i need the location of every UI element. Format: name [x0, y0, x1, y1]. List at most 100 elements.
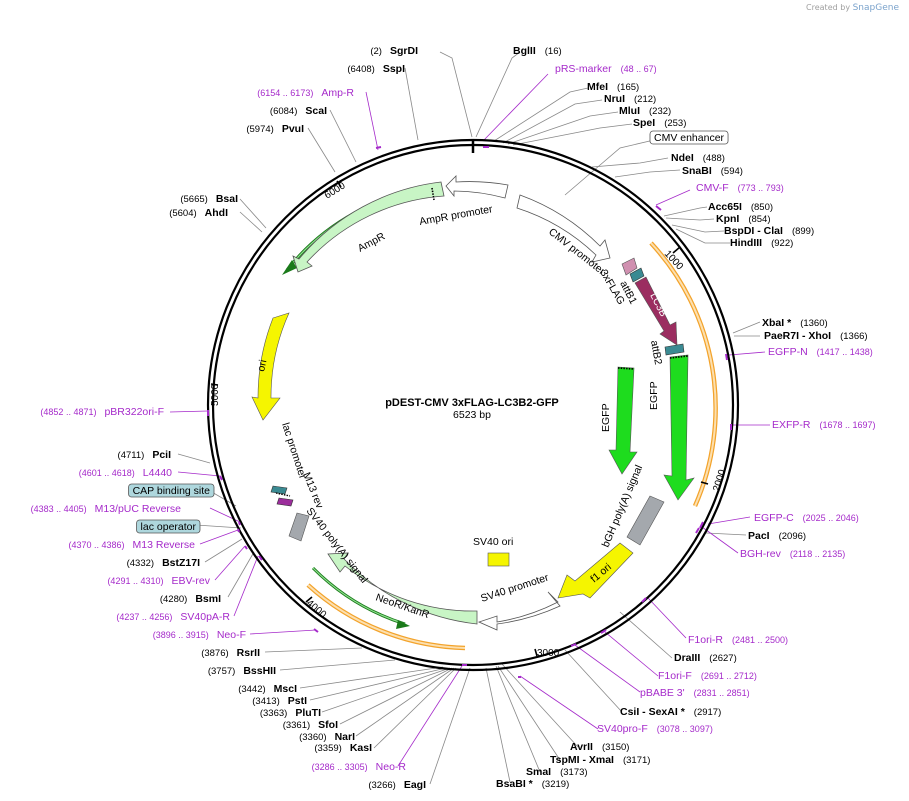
site-name: BsaBI *: [496, 778, 534, 790]
lc3b-arrow: [634, 276, 678, 346]
site-name: CMV-F: [696, 182, 729, 194]
site-name: AvrII: [570, 741, 593, 753]
site-position: (3442): [238, 684, 265, 695]
site-name: MscI: [274, 683, 297, 695]
sv40-promoter-arrow: [477, 591, 561, 631]
site-label-bstz17i: BstZ17I(4332): [127, 557, 200, 569]
site-label-xbai: XbaI *(1360): [762, 317, 828, 329]
egfp-inner-arrow: [608, 366, 638, 475]
site-position: (3363): [260, 708, 287, 719]
site-position: (5974): [246, 124, 273, 135]
site-position: (3266): [368, 780, 395, 791]
site-name: KpnI: [716, 213, 739, 225]
site-label-prs-marker: pRS-marker(48 .. 67): [555, 63, 657, 75]
label-sv40-ori: SV40 ori: [473, 536, 513, 548]
site-position: (2831 .. 2851): [694, 688, 750, 698]
site-name: MluI: [619, 105, 640, 117]
site-label-paer7i-xhoi: PaeR7I - XhoI(1366): [764, 330, 868, 342]
site-label-spei: SpeI(253): [633, 117, 686, 129]
site-name: Acc65I: [708, 201, 742, 213]
neor-green-arc: [311, 566, 410, 629]
site-name: SfoI: [318, 719, 338, 731]
site-label-bsai: BsaI(5665): [180, 193, 238, 205]
site-position: (3171): [623, 755, 650, 766]
site-label-ndei: NdeI(488): [671, 152, 725, 164]
site-label-f1ori-f: F1ori-F(2691 .. 2712): [658, 670, 757, 682]
site-position: (232): [649, 106, 671, 117]
site-label-psti: PstI(3413): [252, 695, 307, 707]
site-name: SpeI: [633, 117, 655, 129]
site-label-smai: SmaI(3173): [526, 766, 588, 778]
site-name: BspDI - ClaI: [724, 225, 783, 237]
label-lac-promoter: lac promoter: [279, 421, 309, 481]
site-label-pvui: PvuI (5974): [246, 123, 304, 135]
site-name: EBV-rev: [171, 575, 210, 587]
tick-label-3000: 3000: [537, 648, 560, 659]
site-label-kpni: KpnI (854): [716, 213, 771, 225]
site-name: NruI: [604, 93, 625, 105]
site-label-exfp-r: EXFP-R(1678 .. 1697): [772, 419, 876, 431]
plasmid-size: 6523 bp: [453, 409, 491, 421]
3xflag-marker: [629, 267, 645, 283]
site-name: Amp-R: [321, 87, 354, 99]
credit-prefix: Created by: [806, 3, 851, 12]
label-m13-rev: M13 rev: [300, 471, 326, 511]
orange-band-neo: [306, 583, 466, 651]
site-name: PacI: [748, 530, 770, 542]
site-name: RsrII: [237, 647, 260, 659]
label-ampr-promoter: AmpR promoter: [418, 203, 494, 228]
site-label-mlui: MluI (232): [619, 105, 671, 117]
site-label-egfp-c: EGFP-C(2025 .. 2046): [754, 512, 859, 524]
site-position: (2118 .. 2135): [790, 549, 845, 559]
sv40-ori-block: [487, 552, 510, 567]
site-name: BsmI: [195, 593, 221, 605]
site-name: PluTI: [295, 707, 321, 719]
site-position: (3876): [201, 648, 228, 659]
primer-marks: [207, 146, 732, 678]
attb1-marker: [621, 257, 638, 276]
site-name: EXFP-R: [772, 419, 811, 431]
site-position: (4332): [127, 558, 154, 569]
site-position: (854): [748, 214, 770, 225]
site-label-eagi: EagI(3266): [368, 779, 426, 791]
site-label-bglii: BglII(16): [513, 45, 562, 57]
site-label-sv40pro-f: SV40pro-F(3078 .. 3097): [597, 723, 713, 735]
site-name: M13/pUC Reverse: [95, 503, 182, 515]
site-label-m13-reverse: M13 Reverse(4370 .. 4386): [69, 539, 196, 551]
site-name: SV40pro-F: [597, 723, 648, 735]
site-name: XbaI *: [762, 317, 792, 329]
site-label-neo-f: Neo-F(3896 .. 3915): [153, 629, 246, 641]
snapgene-credit: Created by SnapGene: [806, 3, 899, 13]
site-label-draiii: DraIII(2627): [674, 652, 737, 664]
site-name: EGFP-C: [754, 512, 794, 524]
snapgene-logo: SnapGene: [852, 3, 899, 13]
site-position: (6154 .. 6173): [257, 88, 313, 98]
feature-box: [136, 519, 201, 534]
site-label-sgrdi: SgrDI(2): [370, 45, 418, 57]
site-name: BGH-rev: [740, 548, 782, 560]
label-sv40-polya: SV40 poly(A) signal: [304, 505, 370, 585]
site-position: (3757): [208, 666, 235, 677]
site-name: L4440: [143, 467, 172, 479]
site-name: pBABE 3': [640, 687, 685, 699]
site-label-msci: MscI (3442): [238, 683, 297, 695]
site-name: PaeR7I - XhoI: [764, 330, 831, 342]
site-position: (3173): [560, 767, 587, 778]
site-position: (2481 .. 2500): [732, 635, 788, 645]
site-label-hindiii: HindIII(922): [730, 237, 793, 249]
bgh-polya-block: [626, 495, 665, 546]
site-position: (4237 .. 4256): [116, 612, 172, 622]
site-label-tspmi-xmai: TspMI - XmaI(3171): [550, 754, 650, 766]
site-label-csii-sexai: CsiI - SexAI *(2917): [620, 706, 721, 718]
site-position: (2691 .. 2712): [701, 671, 757, 681]
site-name: Neo-R: [376, 761, 407, 773]
site-label-nari: NarI(3360): [299, 731, 355, 743]
site-position: (3361): [283, 720, 310, 731]
site-position: (3896 .. 3915): [153, 630, 209, 640]
site-name: pBR322ori-F: [104, 406, 164, 418]
site-name: AhdI: [205, 207, 228, 219]
site-name: PstI: [288, 695, 307, 707]
tick-label-5000: 5000: [210, 383, 221, 406]
site-label-bsshii: BssHII(3757): [208, 665, 276, 677]
site-name: PvuI: [282, 123, 304, 135]
